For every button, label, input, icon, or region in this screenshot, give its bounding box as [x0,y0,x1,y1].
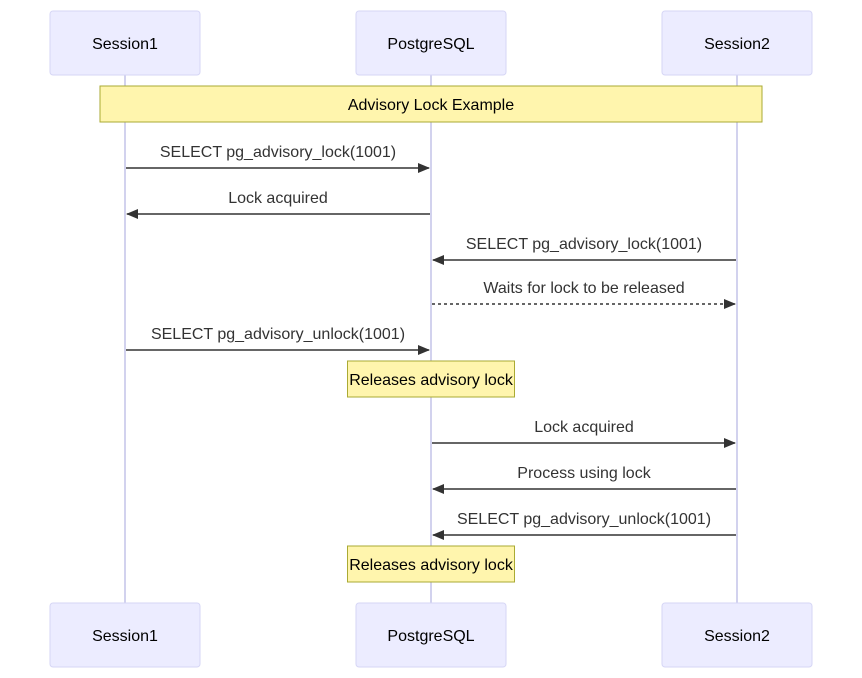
note-box [347,545,515,583]
actor-label: Session1 [92,628,158,645]
note-label: Releases advisory lock [349,557,514,574]
message-label: Lock acquired [228,190,328,207]
message-label: SELECT pg_advisory_unlock(1001) [457,511,711,528]
actor-label: Session1 [92,36,158,53]
actor-box [49,10,201,76]
actor-label: Session2 [704,628,770,645]
actor-box [661,10,813,76]
message-pg-to-s2: Lock acquired [432,419,736,448]
message-label: Waits for lock to be released [483,280,684,297]
message-s2-to-pg: SELECT pg_advisory_lock(1001) [432,236,736,265]
actor-s1-bottom: Session1 [49,602,201,668]
note-label: Advisory Lock Example [348,97,514,114]
actor-box [661,602,813,668]
message-label: Lock acquired [534,419,634,436]
actor-label: Session2 [704,36,770,53]
actor-s1-top: Session1 [49,10,201,76]
message-label: SELECT pg_advisory_lock(1001) [160,144,396,161]
message-pg-to-s1: Lock acquired [126,190,430,219]
actor-box [49,602,201,668]
message-s1-to-pg: SELECT pg_advisory_lock(1001) [126,144,430,173]
message-label: SELECT pg_advisory_lock(1001) [466,236,702,253]
actor-box [355,602,507,668]
actor-s2-bottom: Session2 [661,602,813,668]
actor-s2-top: Session2 [661,10,813,76]
note-over-pg: Releases advisory lock [347,360,515,398]
message-s1-to-pg: SELECT pg_advisory_unlock(1001) [126,326,430,355]
actor-pg-bottom: PostgreSQL [355,602,507,668]
note-box [347,360,515,398]
actor-box [355,10,507,76]
actor-label: PostgreSQL [387,628,474,645]
title-note: Advisory Lock Example [99,85,763,123]
message-s2-to-pg: Process using lock [432,465,736,494]
message-label: Process using lock [517,465,651,482]
note-box [99,85,763,123]
actor-label: PostgreSQL [387,36,474,53]
message-label: SELECT pg_advisory_unlock(1001) [151,326,405,343]
note-label: Releases advisory lock [349,372,514,389]
message-s2-to-pg: SELECT pg_advisory_unlock(1001) [432,511,736,540]
actor-pg-top: PostgreSQL [355,10,507,76]
note-over-pg: Releases advisory lock [347,545,515,583]
message-pg-to-s2: Waits for lock to be released [432,280,736,309]
